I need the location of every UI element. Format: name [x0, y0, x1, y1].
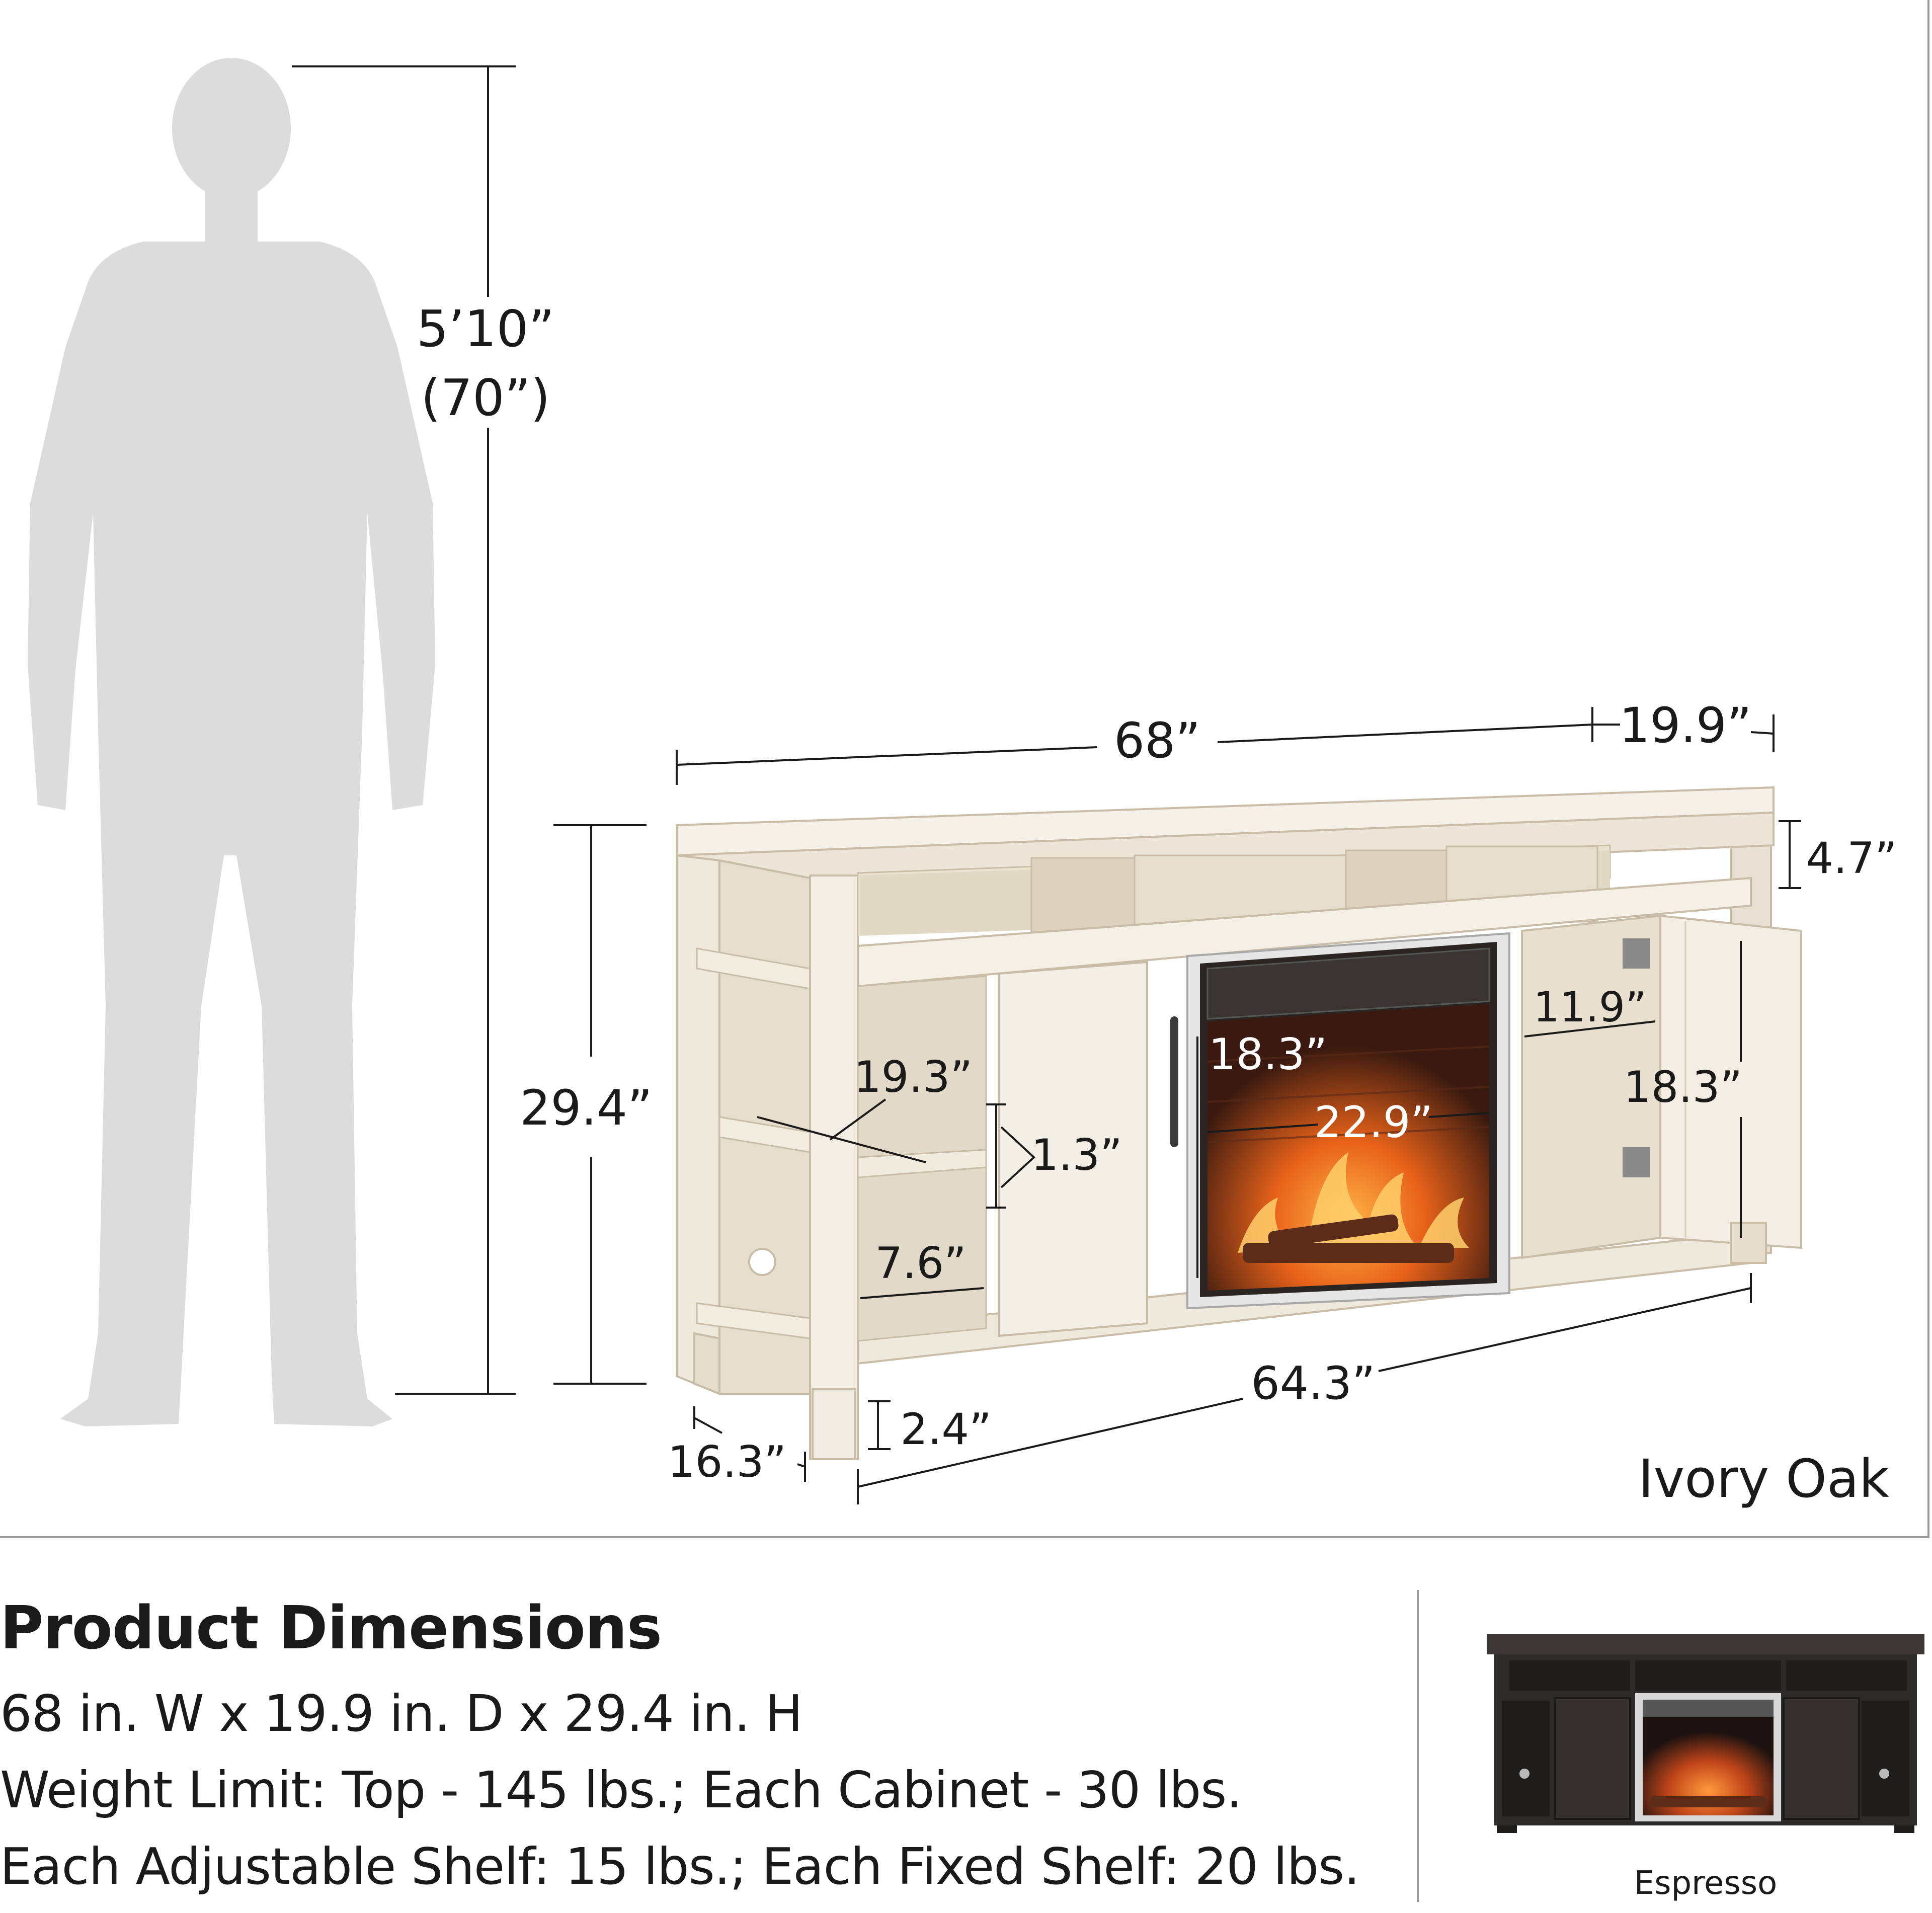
weight-limit-line: Weight Limit: Top - 145 lbs.; Each Cabin… — [0, 1761, 1242, 1819]
shelf-gap-label: 1.3” — [1031, 1130, 1122, 1180]
product-info: Product Dimensions 68 in. W x 19.9 in. D… — [0, 1590, 1399, 1905]
leg-depth-label: 16.3” — [668, 1437, 786, 1487]
depth-label: 19.9” — [1619, 697, 1751, 754]
fireplace-width-label: 22.9” — [1314, 1097, 1433, 1148]
width-label: 68” — [1114, 712, 1200, 769]
stand-dimension-lines — [553, 707, 1801, 1504]
inner-width-label: 64.3” — [1251, 1357, 1375, 1410]
height-label: 29.4” — [520, 1080, 652, 1136]
cubby-width-label: 7.6” — [875, 1238, 966, 1289]
hinge-icon — [1623, 1147, 1650, 1177]
leg-height-label: 2.4” — [900, 1404, 991, 1455]
door-handle-icon — [1170, 1016, 1178, 1147]
hinge-icon — [1623, 938, 1650, 969]
finish-name-label: Ivory Oak — [1638, 1448, 1889, 1509]
person-height-dimension — [292, 65, 516, 1395]
dimensions-line: 68 in. W x 19.9 in. D x 29.4 in. H — [0, 1684, 803, 1743]
top-thickness-label: 4.7” — [1806, 833, 1897, 884]
person-height-in-label: (70”) — [421, 368, 550, 427]
fireplace-height-label: 18.3” — [1209, 1029, 1327, 1080]
espresso-label: Espresso — [1634, 1865, 1778, 1902]
espresso-swatch-image — [1487, 1634, 1924, 1833]
person-silhouette-icon — [28, 58, 435, 1426]
product-dimensions-title: Product Dimensions — [0, 1593, 662, 1662]
cabinet-width-label: 11.9” — [1533, 984, 1646, 1031]
person-height-label: 5’10” — [417, 299, 554, 358]
shelf-depth-label: 19.3” — [854, 1052, 973, 1102]
shelf-limit-line: Each Adjustable Shelf: 15 lbs.; Each Fix… — [0, 1837, 1360, 1896]
cabinet-height-label: 18.3” — [1624, 1062, 1742, 1112]
tv-stand-illustration — [676, 786, 1802, 1460]
